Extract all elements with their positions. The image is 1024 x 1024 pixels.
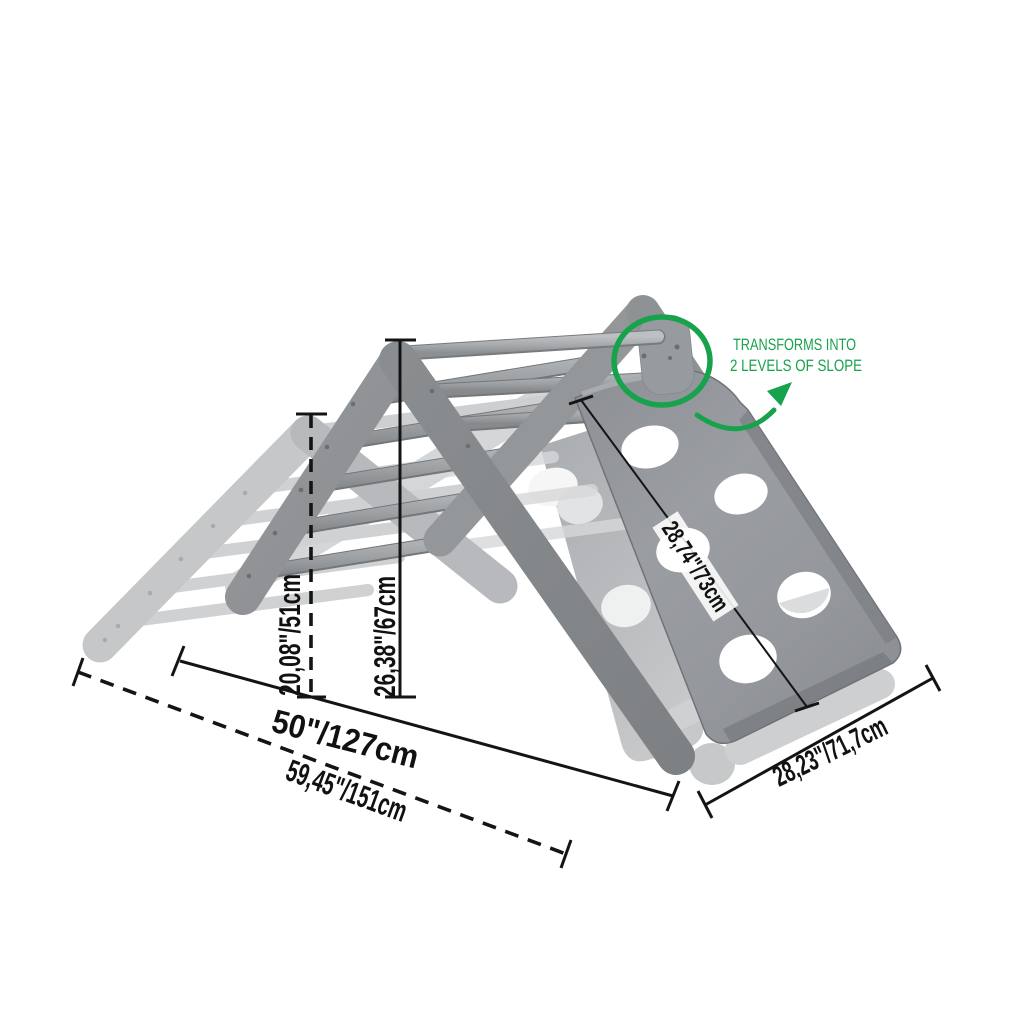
svg-text:26,38"/67cm: 26,38"/67cm xyxy=(369,576,402,697)
svg-text:TRANSFORMS INTO: TRANSFORMS INTO xyxy=(733,336,856,354)
svg-text:2 LEVELS OF SLOPE: 2 LEVELS OF SLOPE xyxy=(730,357,862,375)
svg-text:20,08"/51cm: 20,08"/51cm xyxy=(274,574,307,696)
